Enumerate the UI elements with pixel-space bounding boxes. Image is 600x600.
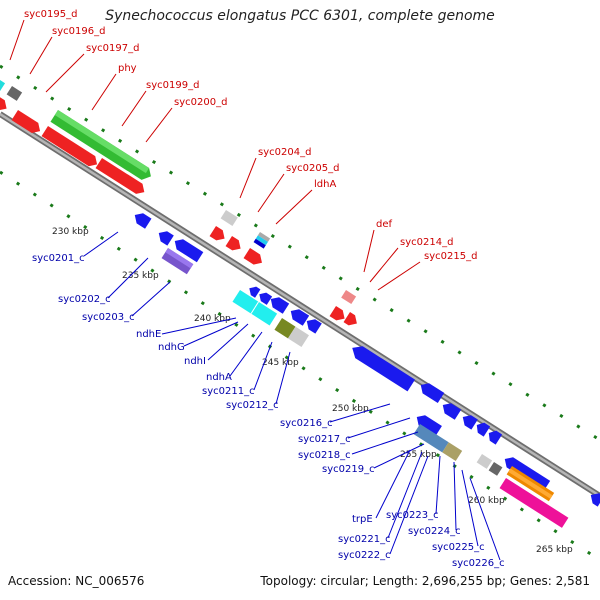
reverse-gene-label[interactable]: ndhI	[184, 356, 206, 367]
forward-gene-label[interactable]: def	[376, 219, 393, 230]
reverse-gene-label[interactable]: syc0211_c	[202, 386, 255, 397]
map-title: Synechococcus elongatus PCC 6301, comple…	[105, 8, 495, 24]
reverse-gene-label[interactable]: syc0225_c	[432, 542, 485, 553]
reverse-gene-blue-7[interactable]	[288, 306, 310, 326]
reverse-gene-blue-9[interactable]	[418, 380, 445, 404]
forward-gene-label[interactable]: syc0195_d	[24, 9, 77, 20]
scale-label: 265 kbp	[536, 545, 573, 555]
forward-gene-lightgray-1[interactable]	[220, 210, 238, 226]
forward-gene-label[interactable]: ldhA	[314, 179, 336, 190]
reverse-gene-blue-4[interactable]	[247, 284, 261, 298]
reverse-gene-label[interactable]: syc0203_c	[82, 312, 135, 323]
forward-gene-label[interactable]: syc0204_d	[258, 147, 311, 158]
reverse-gene-blue-15[interactable]	[502, 454, 551, 491]
reverse-gene-olive[interactable]	[274, 318, 309, 348]
reverse-gene-blue-13[interactable]	[486, 428, 503, 445]
forward-gene-red-a[interactable]	[0, 96, 10, 114]
reverse-gene-blue-2[interactable]	[156, 228, 174, 246]
forward-gene-red-h[interactable]	[329, 306, 348, 324]
outer-tick-line	[0, 64, 600, 442]
scale-label: 230 kbp	[52, 227, 89, 237]
reverse-gene-label[interactable]: syc0201_c	[32, 253, 85, 264]
reverse-gene-label[interactable]: syc0226_c	[452, 558, 505, 569]
reverse-gene-blue-1[interactable]	[132, 210, 152, 229]
reverse-gene-label[interactable]: syc0212_c	[226, 400, 279, 411]
scale-label: 235 kbp	[122, 271, 159, 281]
forward-gene-label[interactable]: syc0205_d	[286, 163, 339, 174]
reverse-gene-blue-10[interactable]	[440, 400, 462, 420]
inner-tick-line	[0, 170, 600, 562]
reverse-gene-blue-3[interactable]	[172, 236, 204, 263]
reverse-gene-label[interactable]: syc0223_c	[386, 510, 439, 521]
reverse-gene-blue-12[interactable]	[474, 420, 491, 437]
scale-label: 240 kbp	[194, 314, 231, 324]
reverse-gene-blue-long[interactable]	[348, 342, 416, 392]
forward-gene-red-b[interactable]	[11, 110, 44, 136]
reverse-gene-purple[interactable]	[161, 247, 194, 275]
reverse-gene-steelblue[interactable]	[413, 424, 463, 461]
forward-gene-label[interactable]: syc0215_d	[424, 251, 477, 262]
reverse-gene-label[interactable]: ndhG	[158, 342, 185, 353]
forward-gene-label[interactable]: syc0200_d	[174, 97, 227, 108]
reverse-gene-label[interactable]: syc0217_c	[298, 434, 351, 445]
reverse-gene-label[interactable]: syc0218_c	[298, 450, 351, 461]
reverse-gene-blue-11[interactable]	[460, 412, 478, 430]
reverse-gene-darkgray[interactable]	[488, 462, 503, 476]
reverse-gene-magenta[interactable]	[499, 478, 569, 528]
reverse-gene-label[interactable]: syc0224_c	[408, 526, 461, 537]
scale-label: 245 kbp	[262, 358, 299, 368]
forward-gene-red-c[interactable]	[41, 126, 101, 169]
reverse-gene-label[interactable]: syc0219_c	[322, 464, 375, 475]
reverse-gene-label[interactable]: syc0216_c	[280, 418, 333, 429]
reverse-gene-label[interactable]: syc0202_c	[58, 294, 111, 305]
scale-label: 255 kbp	[400, 450, 437, 460]
reverse-gene-label[interactable]: syc0221_c	[338, 534, 391, 545]
reverse-gene-blue-8[interactable]	[304, 316, 322, 334]
forward-gene-label[interactable]: syc0199_d	[146, 80, 199, 91]
reverse-gene-label[interactable]: trpE	[352, 514, 373, 525]
forward-gene-label[interactable]: phy	[118, 63, 137, 74]
reverse-gene-blue-16[interactable]	[588, 490, 600, 507]
reverse-gene-orange[interactable]	[506, 466, 555, 502]
forward-gene-red-d[interactable]	[95, 158, 148, 197]
scale-label: 260 kbp	[468, 496, 505, 506]
reverse-gene-lightgray-2[interactable]	[476, 454, 493, 469]
forward-gene-phy[interactable]	[50, 110, 154, 183]
reverse-leader-lines	[83, 231, 501, 561]
forward-gene-red-e[interactable]	[209, 226, 228, 244]
forward-gene-mixed[interactable]	[253, 232, 271, 249]
reverse-gene-label[interactable]: syc0222_c	[338, 550, 391, 561]
reverse-gene-label[interactable]: ndhA	[206, 372, 232, 383]
genome-summary-text: Topology: circular; Length: 2,696,255 bp…	[260, 574, 590, 588]
forward-gene-red-g[interactable]	[243, 248, 266, 268]
forward-gene-gray[interactable]	[6, 86, 23, 101]
forward-gene-pink[interactable]	[341, 290, 357, 305]
scale-label: 250 kbp	[332, 404, 369, 414]
forward-gene-cyan[interactable]	[0, 74, 6, 94]
reverse-gene-label[interactable]: ndhE	[136, 329, 161, 340]
forward-gene-label[interactable]: syc0196_d	[52, 26, 105, 37]
forward-gene-red-f[interactable]	[225, 236, 244, 254]
reverse-gene-blue-6[interactable]	[268, 294, 290, 314]
forward-gene-red-i[interactable]	[343, 312, 361, 329]
forward-gene-label[interactable]: syc0214_d	[400, 237, 453, 248]
reverse-gene-blue-5[interactable]	[257, 290, 273, 305]
forward-leader-lines	[9, 19, 421, 291]
reverse-gene-blue-14[interactable]	[414, 412, 442, 437]
forward-gene-label[interactable]: syc0197_d	[86, 43, 139, 54]
reverse-gene-cyan[interactable]	[232, 290, 278, 326]
genome-backbone	[0, 111, 600, 499]
accession-text: Accession: NC_006576	[8, 574, 145, 588]
